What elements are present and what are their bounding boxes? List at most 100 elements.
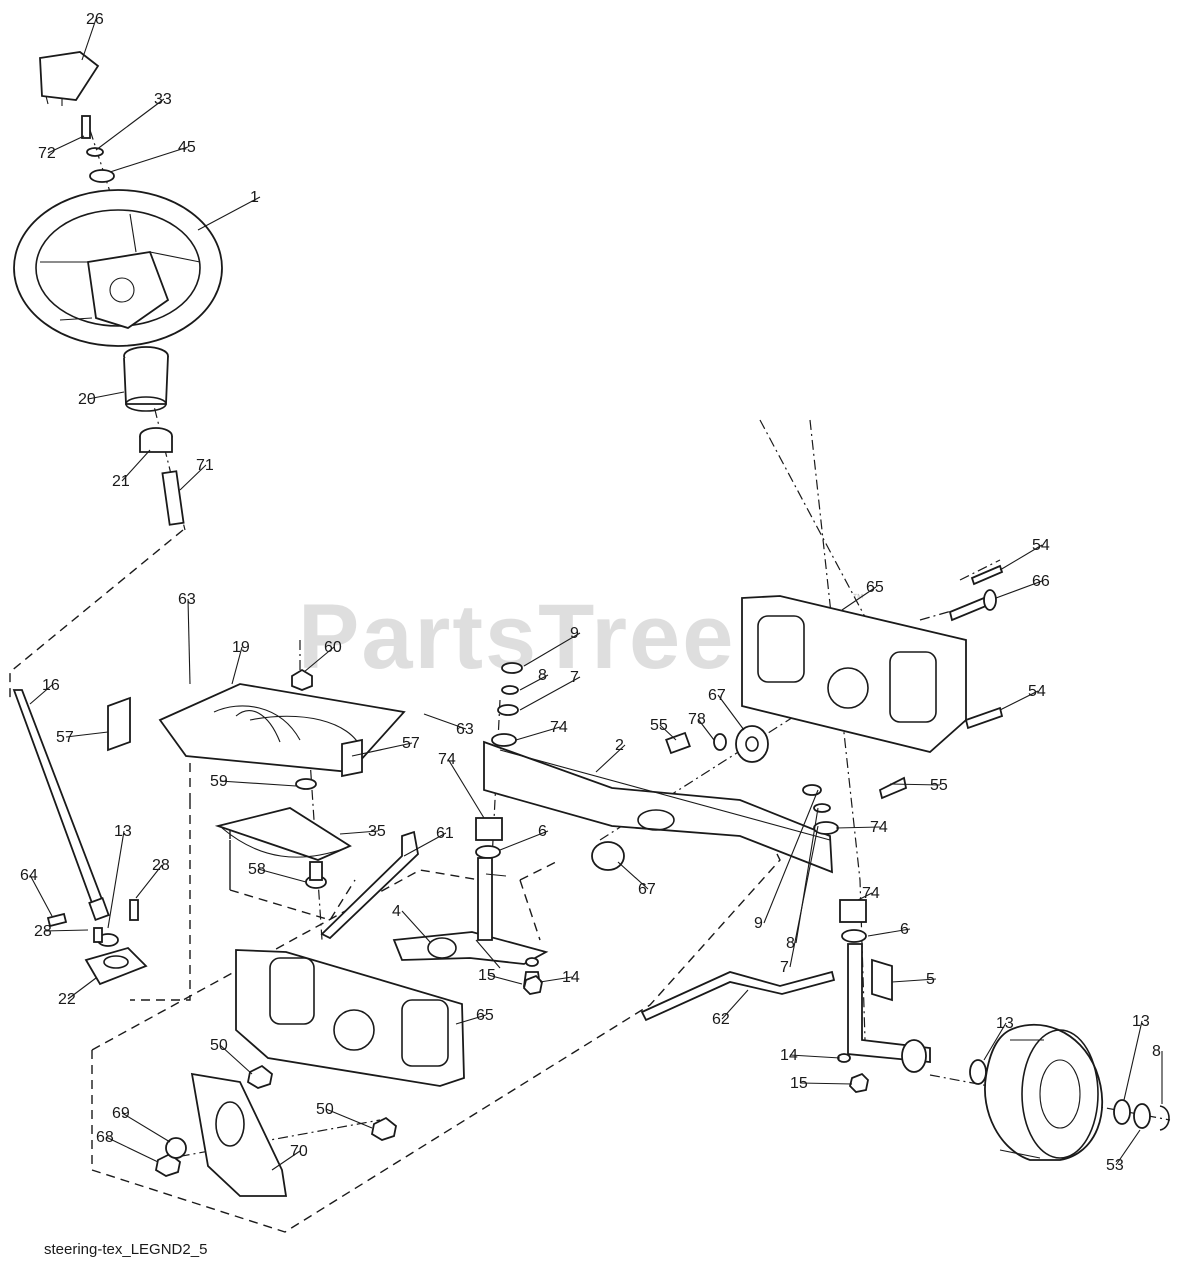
leader-line-63 xyxy=(423,713,467,730)
callout-63: 63 xyxy=(178,591,196,608)
callout-28: 28 xyxy=(34,923,52,940)
leader-line-33 xyxy=(95,98,165,151)
callout-62: 62 xyxy=(712,1011,730,1028)
steering-adapter-gear xyxy=(139,427,173,453)
callout-74: 74 xyxy=(438,751,456,768)
axle-washer-78 xyxy=(713,733,727,751)
steering-wheel xyxy=(13,189,223,347)
callout-8: 8 xyxy=(1152,1043,1161,1060)
leader-line-72 xyxy=(47,135,85,154)
callout-1: 1 xyxy=(250,189,259,206)
callout-15: 15 xyxy=(478,967,496,984)
leader-line-74 xyxy=(857,892,873,901)
callout-8: 8 xyxy=(538,667,547,684)
leader-line-28 xyxy=(135,864,163,899)
callout-15: 15 xyxy=(790,1075,808,1092)
left-spindle xyxy=(475,857,507,969)
leader-line-5 xyxy=(891,978,937,983)
leader-line-50 xyxy=(325,1108,373,1129)
leader-line-67 xyxy=(617,861,649,890)
leader-line-74 xyxy=(447,758,485,819)
callout-2: 2 xyxy=(615,737,624,754)
wheel-retainer-stack xyxy=(1113,1099,1170,1131)
callout-59: 59 xyxy=(210,773,228,790)
plate-washer-59 xyxy=(295,778,317,790)
leader-line-1 xyxy=(197,196,261,231)
axle-bushing-67b xyxy=(591,841,625,871)
left-spindle-stack xyxy=(475,662,523,859)
leader-line-55 xyxy=(889,783,941,786)
front-wheel xyxy=(984,1023,1104,1161)
leader-line-22 xyxy=(67,977,97,1000)
leader-line-26 xyxy=(81,18,97,61)
leader-lines xyxy=(29,18,1163,1171)
callout-53: 53 xyxy=(1106,1157,1124,1174)
leader-line-4 xyxy=(401,910,431,943)
callout-66: 66 xyxy=(1032,573,1050,590)
callout-50: 50 xyxy=(210,1037,228,1054)
callout-71: 71 xyxy=(196,457,214,474)
leader-line-19 xyxy=(231,646,243,685)
callout-67: 67 xyxy=(638,881,656,898)
callout-72: 72 xyxy=(38,145,56,162)
callout-58: 58 xyxy=(248,861,266,878)
callout-69: 69 xyxy=(112,1105,130,1122)
leader-line-6 xyxy=(867,928,911,937)
leader-line-45 xyxy=(109,146,189,173)
leader-line-70 xyxy=(271,1150,301,1171)
axle-spacer-55 xyxy=(665,731,691,755)
leader-line-54 xyxy=(999,690,1039,711)
frame-nuts xyxy=(154,1064,397,1177)
callout-33: 33 xyxy=(154,91,172,108)
frame-plate-left xyxy=(235,949,465,1087)
callout-5: 5 xyxy=(926,971,935,988)
callout-7: 7 xyxy=(570,669,579,686)
leader-line-65 xyxy=(841,586,877,611)
callout-22: 22 xyxy=(58,991,76,1008)
callout-13: 13 xyxy=(1132,1013,1150,1030)
leader-line-71 xyxy=(179,464,207,491)
callout-55: 55 xyxy=(650,717,668,734)
front-bumper-bracket xyxy=(165,1072,288,1197)
tie-rod xyxy=(640,970,836,1022)
leader-line-68 xyxy=(105,1136,159,1163)
leader-line-9 xyxy=(523,632,581,667)
right-spindle-hardware xyxy=(523,974,869,1093)
leader-line-14 xyxy=(789,1054,841,1059)
callout-55: 55 xyxy=(930,777,948,794)
leader-line-7 xyxy=(789,825,819,968)
frame-bolts xyxy=(878,564,1004,800)
steering-shaft-upper xyxy=(161,470,185,526)
leader-line-13 xyxy=(1123,1020,1143,1101)
steering-wheel-cap xyxy=(39,51,100,106)
cap-washer xyxy=(89,169,115,183)
callout-61: 61 xyxy=(436,825,454,842)
leader-line-69 xyxy=(121,1112,171,1143)
callout-13: 13 xyxy=(114,823,132,840)
steering-support-plate xyxy=(107,683,406,778)
cap-washer-small xyxy=(86,147,104,157)
leader-line-8 xyxy=(519,674,549,691)
callout-28: 28 xyxy=(152,857,170,874)
leader-line-6 xyxy=(499,830,549,851)
flange-bolts xyxy=(93,899,139,943)
callout-74: 74 xyxy=(870,819,888,836)
callout-6: 6 xyxy=(538,823,547,840)
callout-21: 21 xyxy=(112,473,130,490)
leader-line-62 xyxy=(721,989,749,1020)
callout-35: 35 xyxy=(368,823,386,840)
leader-line-50 xyxy=(219,1044,253,1075)
steering-column-boot xyxy=(123,346,169,412)
leader-line-57 xyxy=(351,742,413,757)
callout-14: 14 xyxy=(562,969,580,986)
leader-line-9 xyxy=(763,789,819,924)
callout-60: 60 xyxy=(324,639,342,656)
callout-57: 57 xyxy=(402,735,420,752)
flange-bracket xyxy=(84,946,148,986)
cap-screw xyxy=(81,115,91,139)
leader-line-61 xyxy=(403,832,447,857)
leader-line-54 xyxy=(999,544,1043,571)
leader-line-67 xyxy=(717,694,745,731)
leader-line-28 xyxy=(43,929,89,932)
